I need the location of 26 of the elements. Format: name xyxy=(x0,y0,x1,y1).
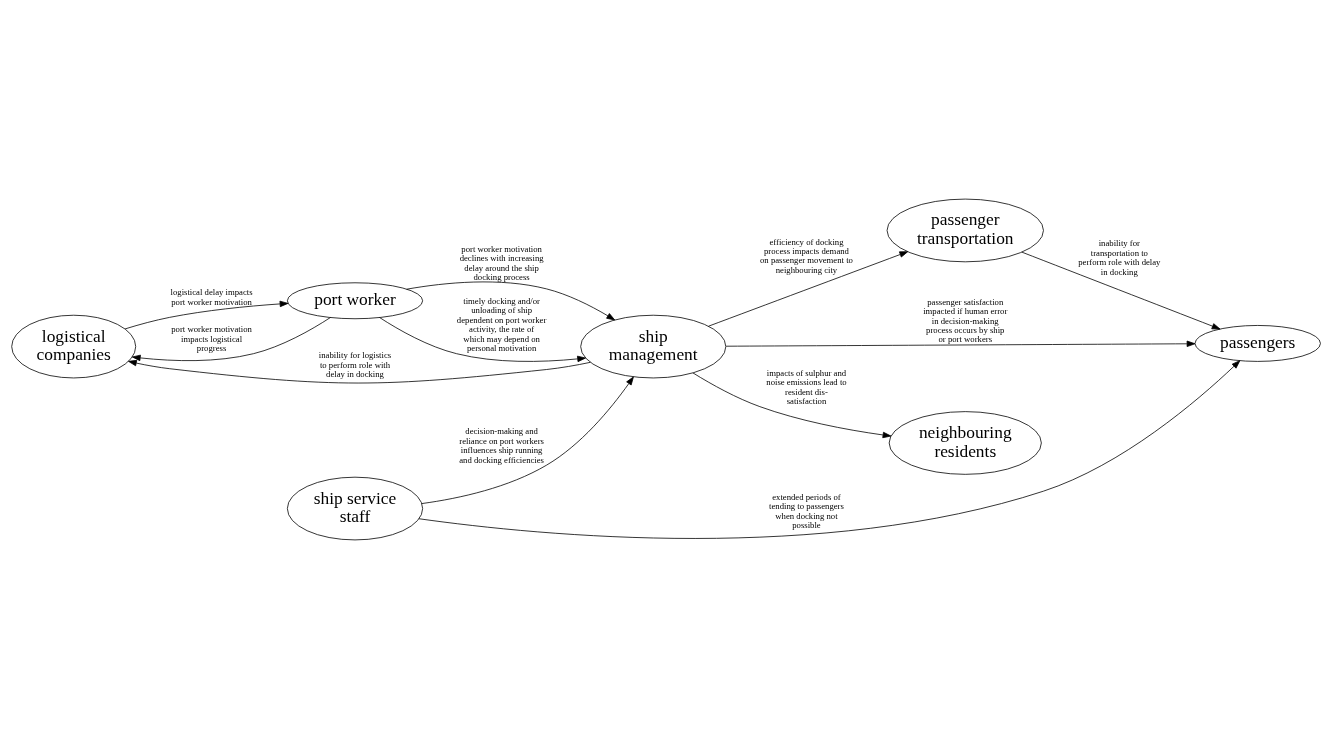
edge-label: impacts of sulphur and noise emissions lead to resident dis-satisfaction xyxy=(766,367,847,406)
node-ellipse: passenger transportation xyxy=(886,198,1044,262)
edge-label: logistical delay impacts port worker motivation xyxy=(170,286,253,307)
arrow xyxy=(421,376,634,504)
arrow xyxy=(128,359,591,383)
edge-label: port worker motivation impacts logistical progress xyxy=(171,323,252,353)
arrow xyxy=(418,359,1241,539)
edge-label: inability for logistics to perform role with delay in docking xyxy=(318,349,392,379)
edge-label: extended periods of tending to passengers when docking not possible xyxy=(769,491,844,530)
node-ellipse: port worker xyxy=(286,281,424,319)
node-ellipse: neighbouring residents xyxy=(888,410,1042,475)
node-ellipse: ship service staff xyxy=(286,476,424,540)
arrow xyxy=(379,316,586,362)
edge-label: efficiency of docking process impacts demand on passenger movement to neighbouring city xyxy=(760,236,853,275)
arrow xyxy=(406,281,616,320)
arrow xyxy=(708,250,909,327)
edge-label: timely docking and/or unloading of ship dependent on port worker activity, the rate of which may depend on personal motivation xyxy=(456,295,547,353)
arrow xyxy=(692,372,892,438)
edge-label: passenger satisfaction impacted if human error in decision-making process occurs by ship or port workers xyxy=(923,296,1008,344)
arrow xyxy=(725,340,1196,347)
arrow xyxy=(124,300,289,329)
arrow xyxy=(1021,251,1221,329)
edge-label: port worker motivation declines with increasing delay around the ship docking process xyxy=(459,243,544,282)
edge-label: inability for transportation to perform role with delay in docking xyxy=(1078,237,1161,277)
arrow xyxy=(131,316,331,361)
edge-label: decision-making and reliance on port workers influences ship running and docking efficiencies xyxy=(459,425,544,465)
